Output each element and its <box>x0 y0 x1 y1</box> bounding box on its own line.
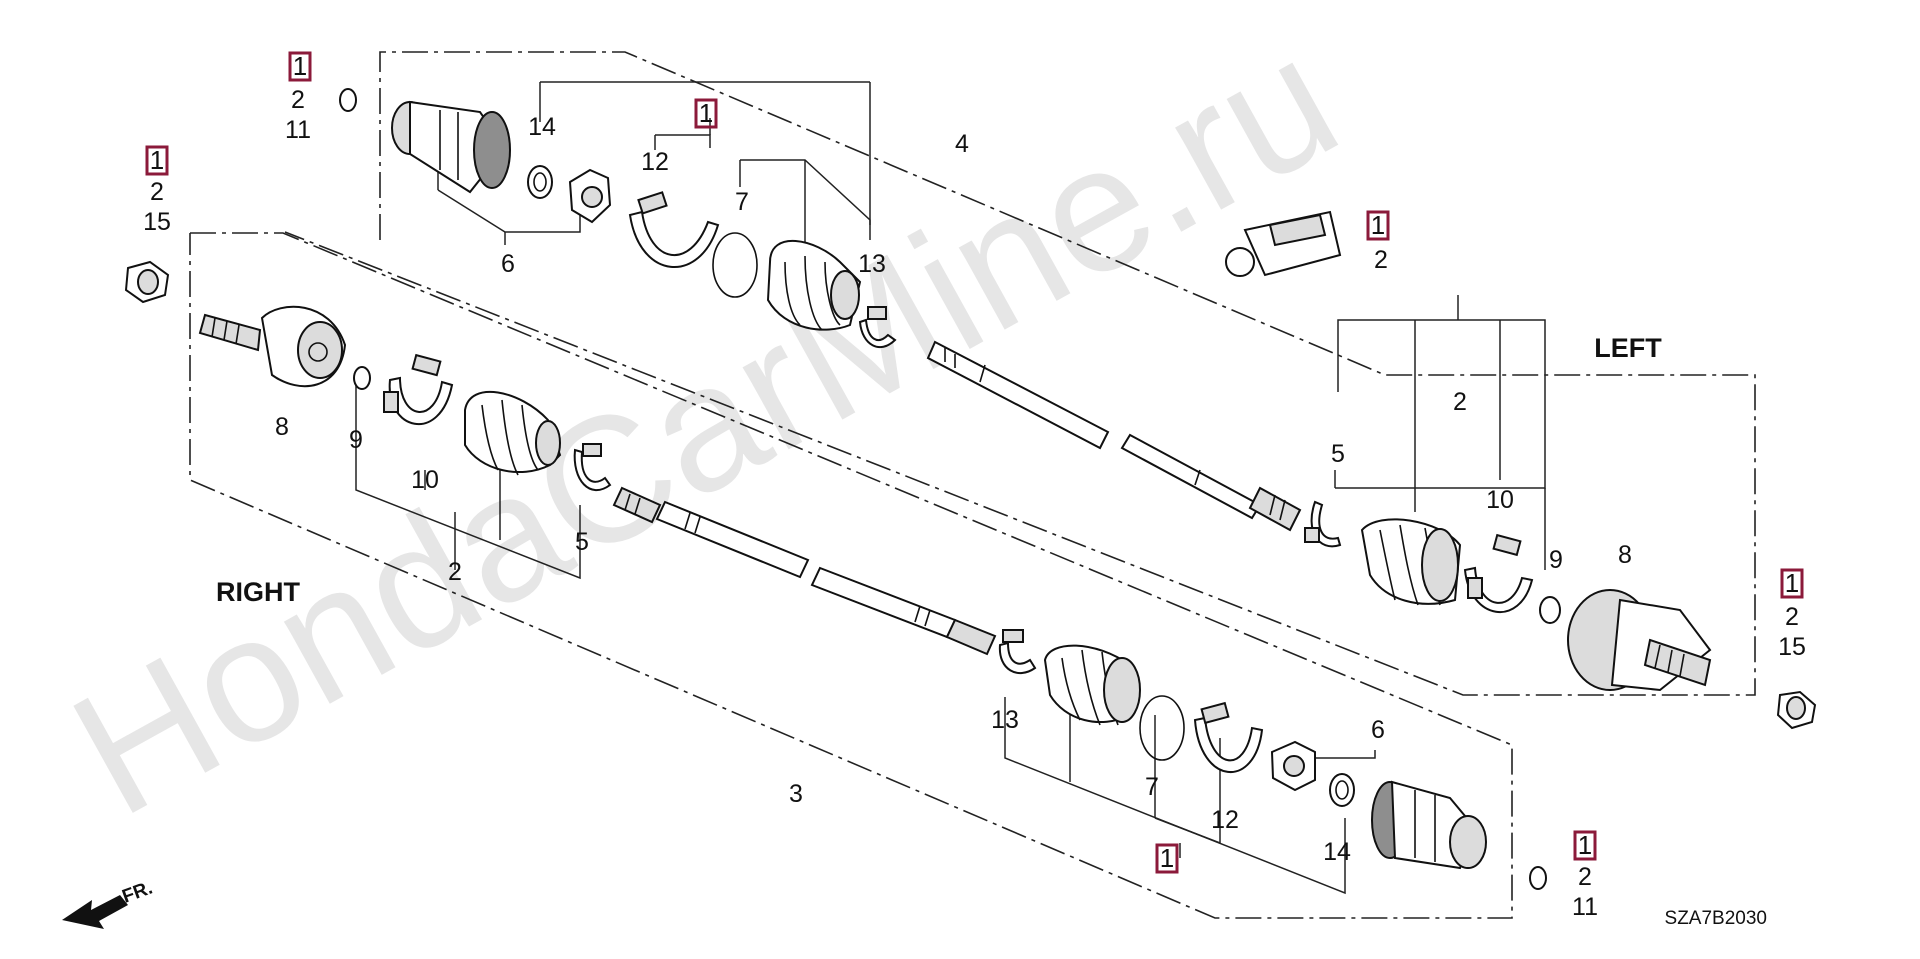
left-inner-boot <box>766 239 862 331</box>
ref-clip-a-line2: 11 <box>285 116 311 144</box>
ref-left-boot-band-b: 10 <box>1486 486 1514 514</box>
ref-left-outer-joint: 8 <box>1618 541 1632 569</box>
svg-text:1: 1 <box>1371 210 1385 240</box>
ref-right-ring: 14 <box>1323 838 1351 866</box>
note-marker-nut-right: 1 <box>1780 568 1804 599</box>
note-marker-kit-box: 1 <box>1366 210 1390 241</box>
svg-text:1: 1 <box>150 145 164 175</box>
ref-nut-b-line1: 2 <box>1785 603 1799 631</box>
grease-kit-box <box>1225 210 1342 277</box>
right-clip-11 <box>1529 866 1547 890</box>
right-outer-boot <box>464 390 562 476</box>
right-assembly-outline <box>189 232 1513 919</box>
reference-numbers: 4 3 2 11 2 15 14 12 7 13 6 2 2 5 10 9 8 … <box>143 86 1806 921</box>
left-leader-lines <box>437 81 871 255</box>
left-ring-14 <box>527 165 553 199</box>
note-marker-upper-center: 1 <box>694 98 718 129</box>
ref-left-ring: 14 <box>528 113 556 141</box>
right-side-nut <box>1776 690 1817 730</box>
right-band-10 <box>383 353 454 426</box>
left-band-10 <box>1463 533 1534 614</box>
svg-text:1: 1 <box>1160 843 1174 873</box>
ref-clip-b-line1: 2 <box>1578 863 1592 891</box>
right-lower-leaders <box>1004 690 1376 895</box>
right-side-label: RIGHT <box>216 577 301 607</box>
ref-left-inner-band: 13 <box>858 250 886 278</box>
right-ring-14 <box>1329 773 1355 807</box>
left-side-label: LEFT <box>1594 333 1662 363</box>
note-marker-lower-center: 1 <box>1155 843 1179 874</box>
ref-right-inner-band-small: 5 <box>575 528 589 556</box>
svg-text:1: 1 <box>1785 568 1799 598</box>
right-band-5 <box>573 443 612 491</box>
ref-nut-a-line1: 2 <box>150 178 164 206</box>
ref-nut-b-line2: 15 <box>1778 633 1806 661</box>
left-spider <box>568 168 612 224</box>
front-direction-arrow: FR. <box>62 877 155 929</box>
front-direction-label: FR. <box>120 877 156 907</box>
right-set-ring-7 <box>1139 695 1185 761</box>
left-circlip-9 <box>1539 596 1561 624</box>
ref-left-outer-kit: 2 <box>1453 388 1467 416</box>
ref-right-outer-joint: 8 <box>275 413 289 441</box>
left-band-13 <box>858 306 897 349</box>
ref-right-outer-kit: 2 <box>448 558 462 586</box>
left-set-ring-7 <box>712 232 758 298</box>
ref-clip-b-line2: 11 <box>1572 893 1598 921</box>
left-side-kit-leaders <box>1334 295 1546 570</box>
right-outer-joint <box>198 305 347 388</box>
left-band-12 <box>628 191 720 268</box>
left-inner-joint-housing <box>391 100 511 194</box>
ref-grease-kit: 2 <box>1374 246 1388 274</box>
svg-text:1: 1 <box>293 51 307 81</box>
right-inner-boot <box>1043 644 1141 726</box>
ref-clip-a-line1: 2 <box>291 86 305 114</box>
left-outer-boot <box>1360 518 1462 606</box>
ref-left-assembly: 4 <box>955 130 969 158</box>
right-band-13 <box>998 629 1037 674</box>
ref-right-outer-band: 10 <box>411 466 439 494</box>
right-halfshaft <box>612 486 997 656</box>
left-outer-joint <box>1567 589 1712 692</box>
ref-right-stopper-band: 12 <box>1211 806 1239 834</box>
left-side-nut <box>124 260 170 304</box>
ref-left-stopper-band: 12 <box>641 148 669 176</box>
ref-nut-a-line2: 15 <box>143 208 171 236</box>
ref-left-boot-band-a: 5 <box>1331 440 1345 468</box>
diagram-code: SZA7B2030 <box>1665 908 1767 929</box>
right-band-12 <box>1193 701 1264 773</box>
note-marker-clip-right: 1 <box>1573 830 1597 861</box>
right-spider <box>1270 740 1316 792</box>
left-halfshaft <box>926 340 1302 532</box>
left-clip-11 <box>339 88 357 112</box>
svg-text:1: 1 <box>699 98 713 128</box>
ref-left-set-ring: 7 <box>735 188 749 216</box>
ref-right-inner-band-a: 13 <box>991 706 1019 734</box>
right-inner-joint-housing <box>1371 780 1487 870</box>
note-marker-nut-left: 1 <box>145 145 169 176</box>
right-circlip-9 <box>353 366 371 390</box>
ref-right-set-ring: 7 <box>1145 773 1159 801</box>
ref-left-inner-joint: 6 <box>501 250 515 278</box>
left-band-5 <box>1304 500 1342 548</box>
ref-right-assembly: 3 <box>789 780 803 808</box>
left-assembly-outline <box>284 51 1756 696</box>
ref-right-circlip: 9 <box>349 426 363 454</box>
svg-text:1: 1 <box>1578 830 1592 860</box>
ref-right-inner-joint: 6 <box>1371 716 1385 744</box>
ref-left-circlip: 9 <box>1549 546 1563 574</box>
note-marker-top-left: 1 <box>288 51 312 82</box>
